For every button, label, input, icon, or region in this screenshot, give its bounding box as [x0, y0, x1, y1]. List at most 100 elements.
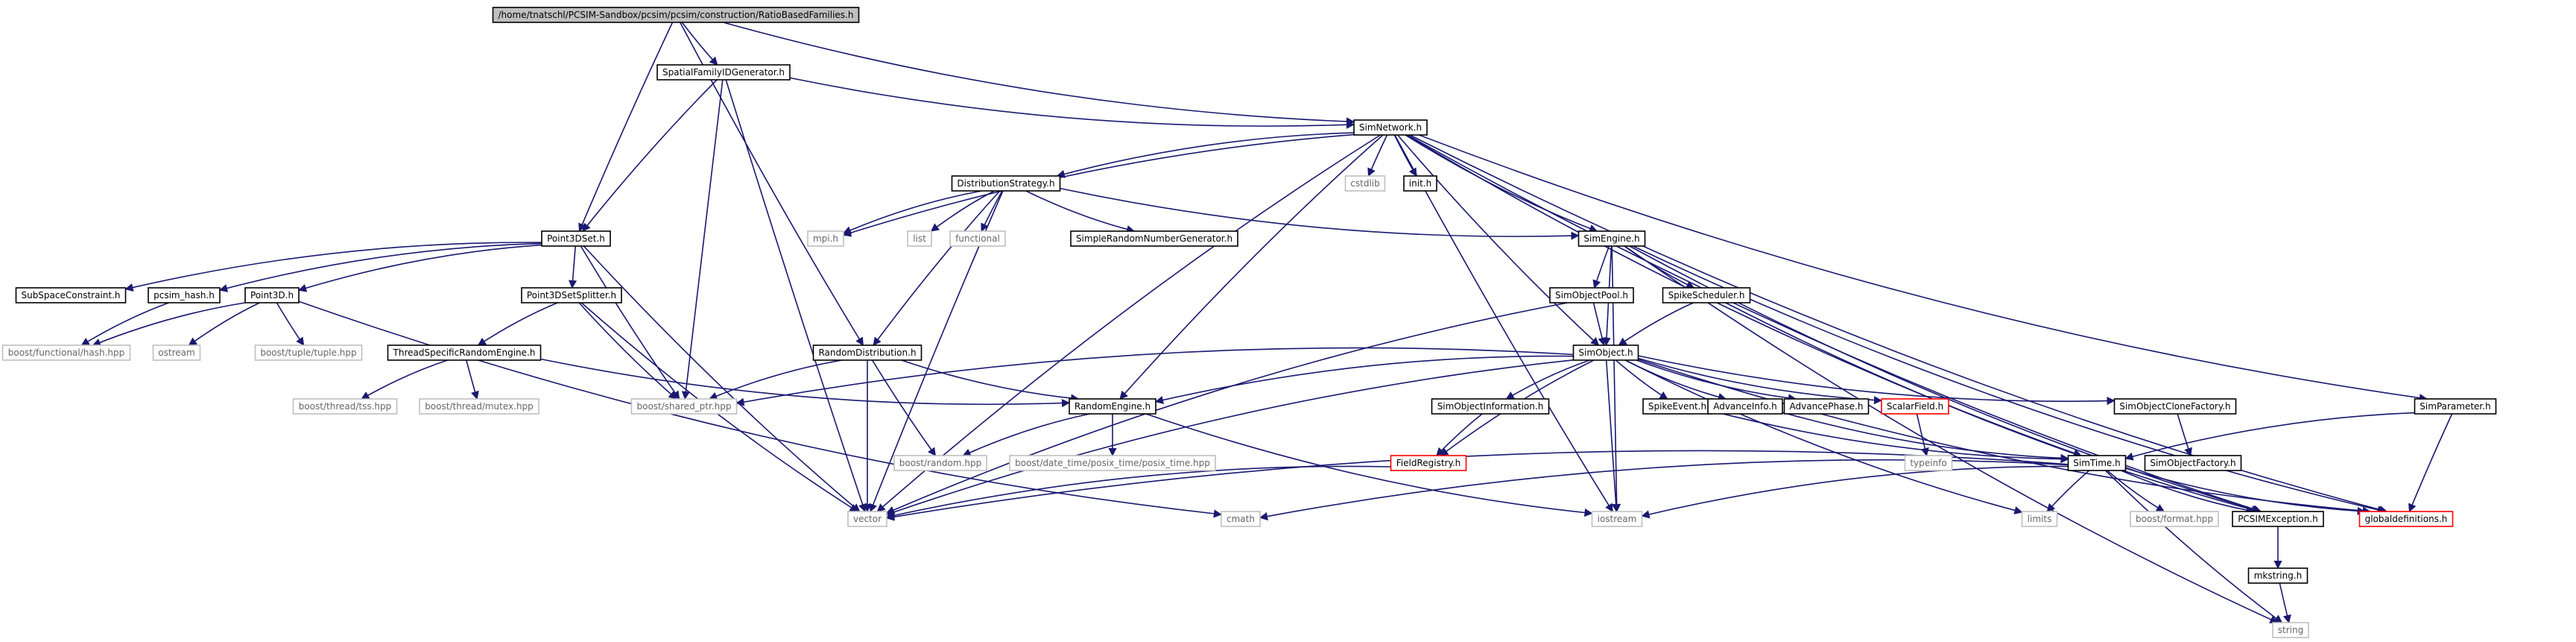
node-boostrandom[interactable]: boost/random.hpp [893, 455, 987, 471]
node-box [2021, 511, 2058, 527]
node-simobjpool[interactable]: SimObjectPool.h [1549, 287, 1634, 303]
node-distribution[interactable]: DistributionStrategy.h [951, 175, 1061, 192]
node-cstdlib[interactable]: cstdlib [1344, 175, 1386, 192]
node-inith[interactable]: init.h [1403, 175, 1437, 192]
edge-distribution-to-simplerng [1025, 190, 1136, 233]
edge-randdist-to-randengine [901, 359, 1080, 403]
node-functional[interactable]: functional [949, 230, 1006, 247]
edge-splitter-to-sharedptr [578, 302, 677, 400]
node-label: pcsim_hash.h [154, 290, 215, 300]
node-randdist[interactable]: RandomDistribution.h [812, 344, 923, 361]
node-simparam[interactable]: SimParameter.h [2414, 398, 2497, 415]
node-label: SimObjectFactory.h [2150, 458, 2235, 468]
edge-simnetwork-to-cstdlib [1367, 134, 1388, 177]
node-posix[interactable]: boost/date_time/posix_time/posix_time.hp… [1009, 455, 1216, 471]
node-label: DistributionStrategy.h [957, 178, 1054, 189]
edge-point3d-to-tuple [276, 302, 305, 346]
node-label: boost/functional/hash.hpp [8, 347, 125, 358]
node-cmath[interactable]: cmath [1221, 511, 1261, 527]
node-spikesched[interactable]: SpikeScheduler.h [1662, 287, 1751, 303]
node-box [15, 287, 127, 303]
node-advphase[interactable]: AdvancePhase.h [1783, 398, 1870, 415]
node-label: SimParameter.h [2420, 401, 2490, 412]
edge-simparam-to-simtime [2124, 412, 2415, 461]
edge-simobject-to-limits [1624, 359, 2023, 514]
node-box [1577, 230, 1646, 247]
node-spikeevent[interactable]: SpikeEvent.h [1642, 398, 1712, 415]
node-spatial[interactable]: SpatialFamilyIDGenerator.h [656, 64, 791, 81]
node-mutex[interactable]: boost/thread/mutex.hpp [419, 398, 539, 415]
node-label: SpikeEvent.h [1648, 401, 1706, 412]
node-boosthash[interactable]: boost/functional/hash.hpp [1, 344, 131, 361]
edge-simobjpool-to-vector [885, 302, 1568, 514]
node-box [1009, 455, 1216, 471]
node-point3d[interactable]: Point3D.h [244, 287, 300, 303]
edge-simnetwork-to-simobject [1396, 134, 1600, 346]
edge-simnetwork-to-mpi [842, 133, 1355, 237]
node-mkstring[interactable]: mkstring.h [2247, 567, 2308, 584]
node-label: functional [955, 233, 1000, 244]
node-vector[interactable]: vector [847, 511, 887, 527]
node-label: boost/thread/mutex.hpp [425, 401, 534, 412]
node-tuple[interactable]: boost/tuple/tuple.hpp [254, 344, 363, 361]
node-root[interactable]: /home/tnatschl/PCSIM-Sandbox/pcsim/pcsim… [492, 7, 860, 23]
edge-simengine-to-simobjpool [1592, 245, 1610, 289]
node-label: ThreadSpecificRandomEngine.h [393, 347, 536, 358]
node-label: SimObject.h [1578, 347, 1633, 358]
node-string[interactable]: string [2272, 622, 2309, 638]
node-tss[interactable]: boost/thread/tss.hpp [292, 398, 398, 415]
node-box [148, 287, 221, 303]
node-label: boost/shared_ptr.hpp [637, 401, 732, 412]
edge-point3dset-to-sharedptr [580, 245, 680, 400]
edge-simnetwork-to-vector [876, 134, 1382, 512]
node-simtime[interactable]: SimTime.h [2067, 455, 2127, 471]
node-splitter[interactable]: Point3DSetSplitter.h [521, 287, 622, 303]
node-boostformat[interactable]: boost/format.hpp [2130, 511, 2219, 527]
node-box [1904, 455, 1953, 471]
node-sharedptr[interactable]: boost/shared_ptr.hpp [630, 398, 738, 415]
node-box [1783, 398, 1870, 415]
node-fieldreg[interactable]: FieldRegistry.h [1390, 455, 1467, 471]
edge-mkstring-to-string [2279, 582, 2291, 624]
edge-spatial-to-point3dset [582, 79, 718, 232]
edge-point3d-to-boosthash [92, 302, 246, 347]
node-globaldef[interactable]: globaldefinitions.h [2358, 511, 2454, 527]
node-subspace[interactable]: SubSpaceConstraint.h [15, 287, 127, 303]
node-box [1390, 455, 1467, 471]
node-randengine[interactable]: RandomEngine.h [1069, 398, 1156, 415]
edge-clonefactory-to-simobjfactory [2177, 413, 2192, 457]
node-clonefactory[interactable]: SimObjectCloneFactory.h [2113, 398, 2237, 415]
node-typeinfo[interactable]: typeinfo [1904, 455, 1953, 471]
node-list[interactable]: list [907, 230, 932, 247]
edge-point3d-to-ostream [188, 302, 260, 346]
node-simplerng[interactable]: SimpleRandomNumberGenerator.h [1070, 230, 1238, 247]
node-pcsimexc[interactable]: PCSIMException.h [2232, 511, 2324, 527]
node-simnetwork[interactable]: SimNetwork.h [1353, 119, 1428, 136]
node-point3dset[interactable]: Point3DSet.h [541, 230, 611, 247]
node-label: SimpleRandomNumberGenerator.h [1076, 233, 1232, 244]
node-ostream[interactable]: ostream [152, 344, 201, 361]
node-simobjinfo[interactable]: SimObjectInformation.h [1431, 398, 1550, 415]
node-simobject[interactable]: SimObject.h [1572, 344, 1639, 361]
node-pcsimhash[interactable]: pcsim_hash.h [148, 287, 221, 303]
node-box [492, 7, 860, 23]
node-advinfo[interactable]: AdvanceInfo.h [1707, 398, 1783, 415]
edge-randengine-to-iostream [1145, 413, 1593, 517]
node-simengine[interactable]: SimEngine.h [1577, 230, 1646, 247]
node-iostream[interactable]: iostream [1591, 511, 1643, 527]
node-label: RandomEngine.h [1075, 401, 1151, 412]
node-label: mpi.h [813, 233, 838, 244]
edge-simnetwork-to-pcsimexc [1407, 134, 2262, 514]
node-box [2067, 455, 2127, 471]
edge-pcsimhash-to-boosthash [80, 302, 169, 346]
node-limits[interactable]: limits [2021, 511, 2058, 527]
edge-spikeevent-to-simtime [1711, 410, 2069, 464]
edge-root-to-point3dset [578, 22, 674, 233]
node-mpi[interactable]: mpi.h [807, 230, 844, 247]
node-scalarfield[interactable]: ScalarField.h [1881, 398, 1949, 415]
node-simobjfactory[interactable]: SimObjectFactory.h [2144, 455, 2242, 471]
edge-simobject-to-simobjinfo [1505, 359, 1590, 400]
node-tsre[interactable]: ThreadSpecificRandomEngine.h [387, 344, 542, 361]
edge-point3dset-to-pcsimhash [218, 242, 542, 292]
node-box [387, 344, 542, 361]
